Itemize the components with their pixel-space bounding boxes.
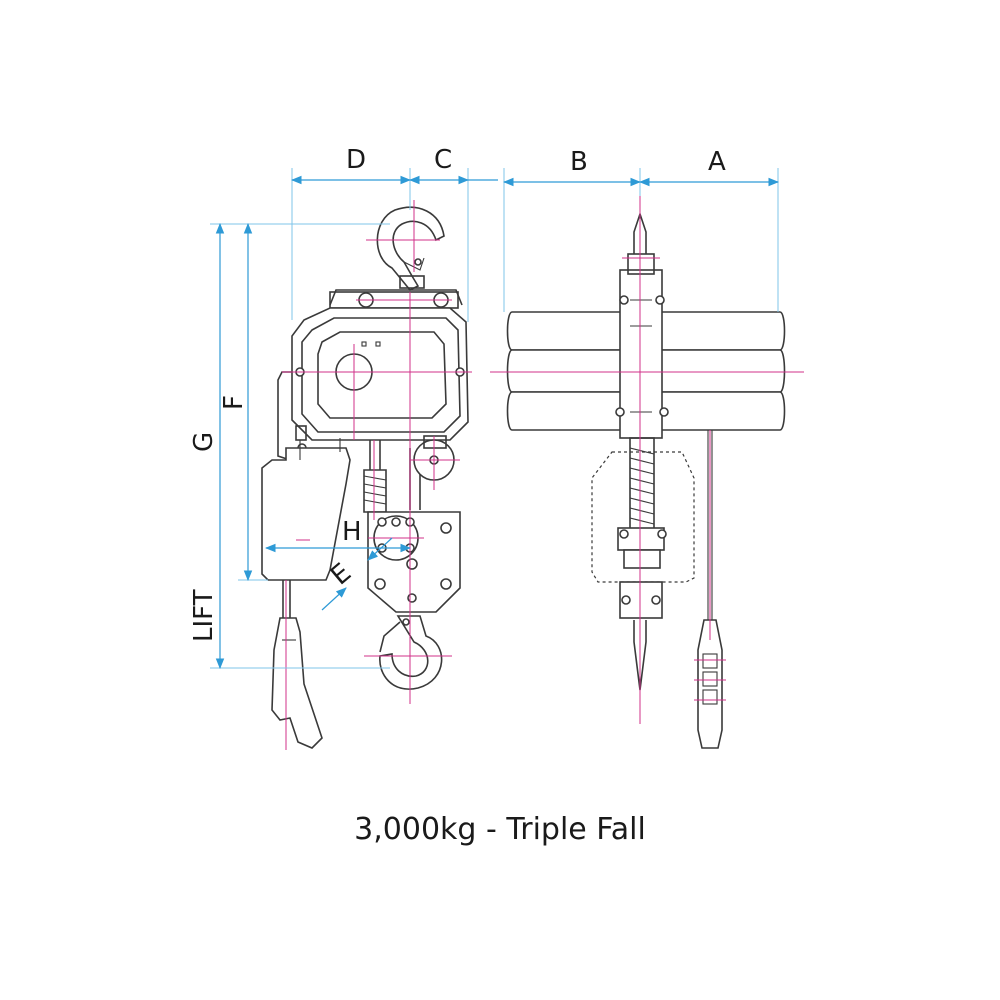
bottom-block <box>367 511 461 613</box>
dim-label-g: G <box>189 432 219 452</box>
dim-label-f: F <box>219 395 249 410</box>
dim-label-h: H <box>342 517 362 547</box>
dim-label-a: A <box>708 147 726 177</box>
dim-label-lift: LIFT <box>189 589 219 642</box>
pendant-switch <box>271 580 323 749</box>
dim-label-d: D <box>346 145 366 175</box>
dimension-lines <box>210 168 780 670</box>
figure-caption: 3,000kg - Triple Fall <box>354 812 646 847</box>
bottom-hook <box>379 615 443 690</box>
motor-housing <box>291 307 469 441</box>
load-chain <box>363 435 455 513</box>
dim-label-b: B <box>570 147 588 177</box>
front-view <box>490 196 804 749</box>
dim-label-c: C <box>434 145 452 175</box>
top-hook <box>376 206 445 292</box>
